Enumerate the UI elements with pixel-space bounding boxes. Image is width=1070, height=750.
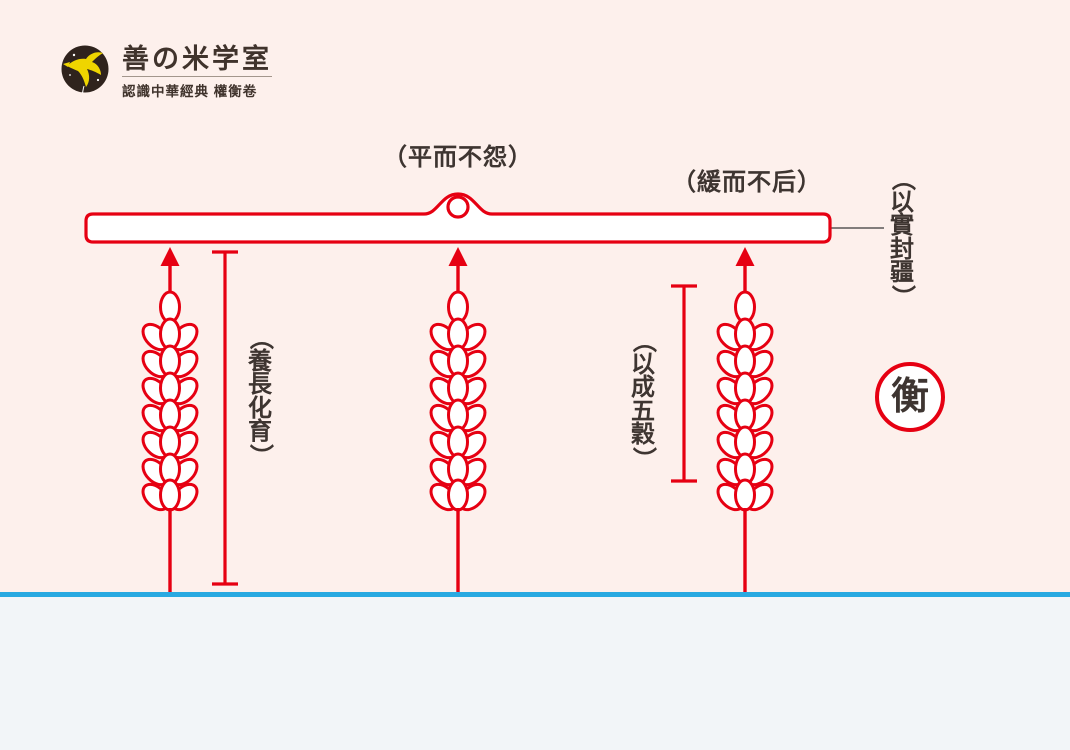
ground-area — [0, 597, 1070, 750]
beam-end-label: （以實封疆） — [888, 166, 916, 309]
heng-seal-char: 衡 — [890, 376, 929, 418]
logo-subtitle: 認識中華經典 權衡卷 — [122, 76, 272, 100]
logo-title: 善の米学室 — [122, 44, 272, 74]
beam-ring — [446, 195, 470, 219]
beam-right-label: （緩而不后） — [672, 169, 822, 196]
logo-bird-icon — [61, 45, 109, 94]
wheat-stalk-left — [136, 245, 204, 595]
beam-top-label: （平而不怨） — [383, 144, 533, 171]
left-measure-label: （養長化育） — [246, 325, 274, 468]
right-measure-label: （以成五穀） — [629, 328, 657, 471]
ground-line — [0, 592, 1070, 597]
heng-seal: 衡 — [875, 362, 945, 432]
wheat-stalk-middle — [424, 245, 492, 595]
right-dimension-line — [671, 284, 697, 483]
wheat-stalk-right — [711, 245, 779, 595]
left-dimension-line — [212, 250, 238, 586]
logo: 善の米学室 認識中華經典 權衡卷 — [60, 44, 272, 100]
